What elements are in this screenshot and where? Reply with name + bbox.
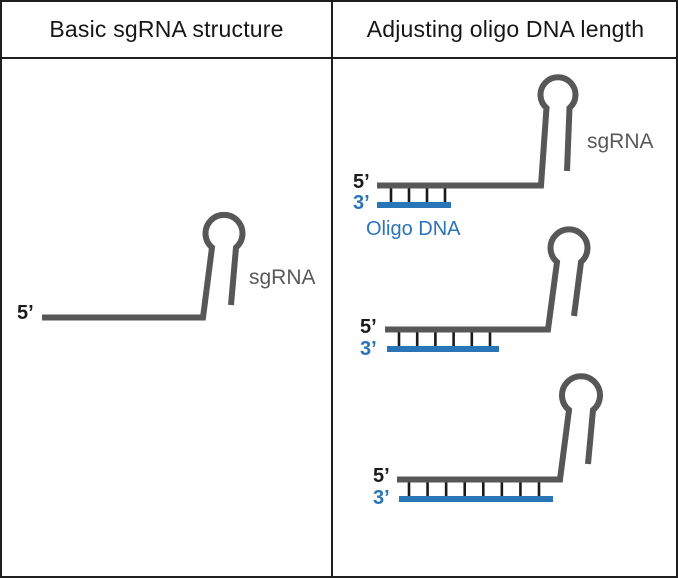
s1-five-prime-label: 5’ (353, 171, 370, 193)
left-sgrna-label: sgRNA (249, 266, 316, 289)
sgrna-hairpin-short (377, 74, 579, 189)
base-pair-ticks-2 (407, 482, 541, 497)
s1-oligo-dna-label: Oligo DNA (366, 218, 461, 240)
left-panel-title: Basic sgRNA structure (49, 16, 284, 42)
sgrna-hairpin-medium (385, 226, 591, 333)
base-pair-ticks-0 (389, 188, 447, 203)
header-divider-line (2, 57, 676, 59)
s1-three-prime-label: 3’ (353, 192, 370, 214)
left-five-prime-label: 5’ (17, 302, 34, 324)
right-panel-title: Adjusting oligo DNA length (366, 16, 645, 42)
s1-sgrna-label: sgRNA (587, 130, 654, 153)
base-pair-ticks-1 (397, 332, 492, 347)
column-divider-line (331, 2, 333, 576)
s3-three-prime-label: 3’ (373, 487, 390, 509)
s3-five-prime-label: 5’ (373, 465, 390, 487)
sgrna-hairpin-long (397, 373, 603, 483)
s2-five-prime-label: 5’ (360, 316, 377, 338)
sgrna-hairpin-basic (42, 211, 246, 321)
s2-three-prime-label: 3’ (360, 338, 377, 360)
